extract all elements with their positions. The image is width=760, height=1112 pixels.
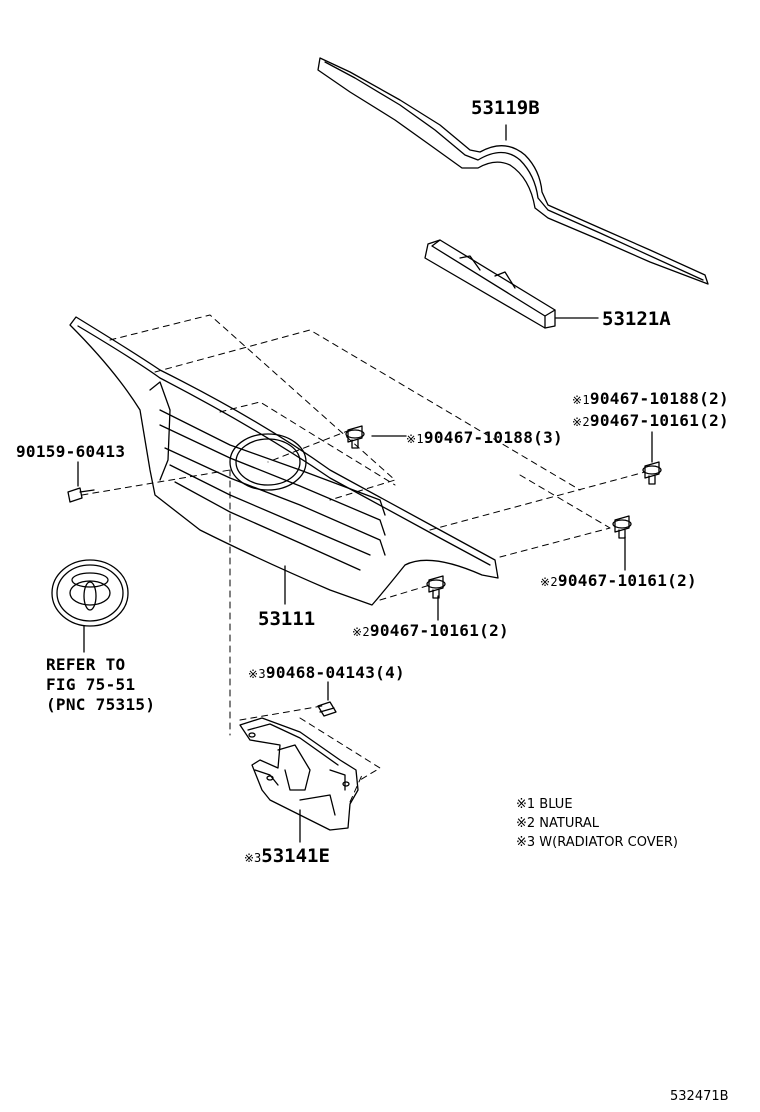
bracket-53141e [239, 717, 359, 843]
diagram-id: 532471B [670, 1089, 729, 1104]
clip-center-number: 90467-10188(3) [423, 428, 563, 447]
grille-53111 [69, 316, 499, 606]
toyota-emblem-icon [51, 559, 129, 653]
ref-mark: ※1 [572, 393, 590, 407]
ref-mark: ※1 [406, 432, 424, 446]
bracket-number: 53141E [261, 845, 330, 867]
part-label-53119b: 53119B [471, 97, 540, 119]
part-label-clip-right-2: ※290467-10161(2) [572, 411, 729, 430]
bolt-icon [67, 461, 95, 503]
refer-line-1: REFER TO [46, 655, 126, 674]
refer-line-2: FIG 75-51 [46, 675, 136, 694]
ref-mark: ※2 [540, 575, 558, 589]
ref-mark: ※3 [248, 667, 266, 681]
molding-strip-53119b [317, 57, 709, 285]
ref-mark: ※2 [572, 415, 590, 429]
part-label-53141e: ※353141E [244, 845, 330, 867]
clip-right-lower-number: 90467-10161(2) [557, 571, 697, 590]
part-label-clip-bracket: ※390468-04143(4) [248, 663, 405, 682]
refer-line-3: (PNC 75315) [46, 695, 156, 714]
part-label-90159-60413: 90159-60413 [16, 442, 126, 461]
ref-mark: ※2 [352, 625, 370, 639]
clip-bottom-number: 90467-10161(2) [369, 621, 509, 640]
clip-right-2-number: 90467-10161(2) [589, 411, 729, 430]
part-label-clip-right-1: ※190467-10188(2) [572, 389, 729, 408]
pad-53121a [424, 239, 599, 329]
clip-icon-group [317, 425, 662, 717]
clip-right-1-number: 90467-10188(2) [589, 389, 729, 408]
clip-bracket-number: 90468-04143(4) [265, 663, 405, 682]
legend-item-2: ※2 NATURAL [516, 816, 600, 831]
legend-item-1: ※1 BLUE [516, 797, 573, 812]
legend-item-3: ※3 W(RADIATOR COVER) [516, 835, 678, 850]
part-label-clip-bottom: ※290467-10161(2) [352, 621, 509, 640]
ref-mark: ※3 [244, 851, 262, 865]
part-label-53111: 53111 [258, 608, 316, 630]
part-label-clip-right-lower: ※290467-10161(2) [540, 571, 697, 590]
part-label-53121a: 53121A [602, 308, 671, 330]
part-label-clip-center: ※190467-10188(3) [406, 428, 563, 447]
assembly-lines [81, 314, 646, 803]
